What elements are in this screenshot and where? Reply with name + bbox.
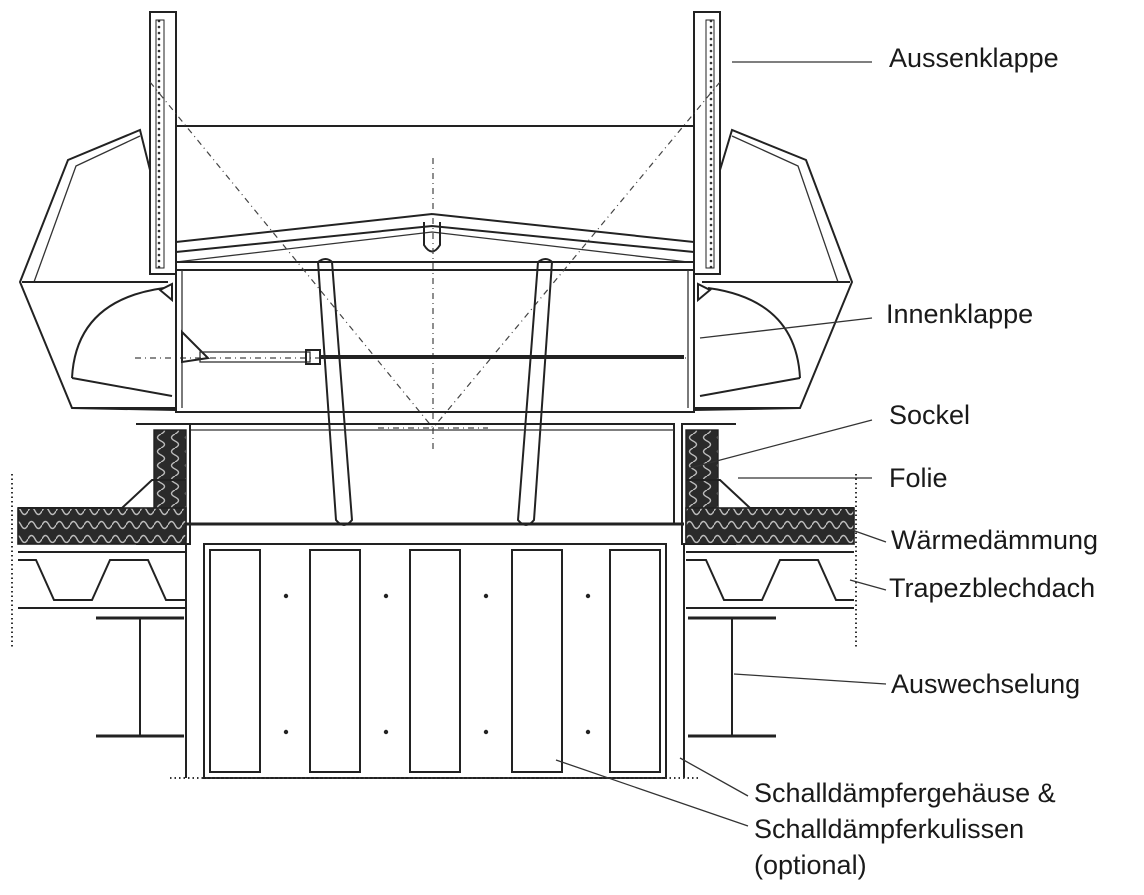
label-schalldaempfergehaeuse: Schalldämpfergehäuse & xyxy=(754,778,1056,808)
label-trapezblechdach: Trapezblechdach xyxy=(889,573,1095,603)
support-struts xyxy=(316,258,554,526)
outer-flap-right xyxy=(693,11,721,275)
swing-line-right xyxy=(432,81,721,429)
schalldaempfer xyxy=(170,543,700,779)
side-hood-left xyxy=(18,128,177,411)
label-aussenklappe: Aussenklappe xyxy=(889,43,1059,73)
label-folie: Folie xyxy=(889,463,948,493)
label-sockel: Sockel xyxy=(889,400,970,430)
trapezblechdach xyxy=(11,474,857,648)
side-hood-right xyxy=(693,128,854,411)
label-waermedaemmung: Wärmedämmung xyxy=(891,525,1098,555)
swing-line-left xyxy=(149,81,434,429)
label-optional: (optional) xyxy=(754,850,867,880)
leader-lines xyxy=(555,61,887,827)
label-auswechselung: Auswechselung xyxy=(891,669,1080,699)
sockel xyxy=(136,423,736,545)
hood-frame xyxy=(175,125,695,271)
outer-flap-left xyxy=(149,11,177,275)
label-schalldaempferkulissen: Schalldämpferkulissen xyxy=(754,814,1024,844)
inner-flap-frame xyxy=(175,261,695,413)
auswechselung xyxy=(96,616,776,738)
label-innenklappe: Innenklappe xyxy=(886,299,1033,329)
actuator-rod xyxy=(181,329,684,365)
waermedaemmung xyxy=(17,479,855,545)
